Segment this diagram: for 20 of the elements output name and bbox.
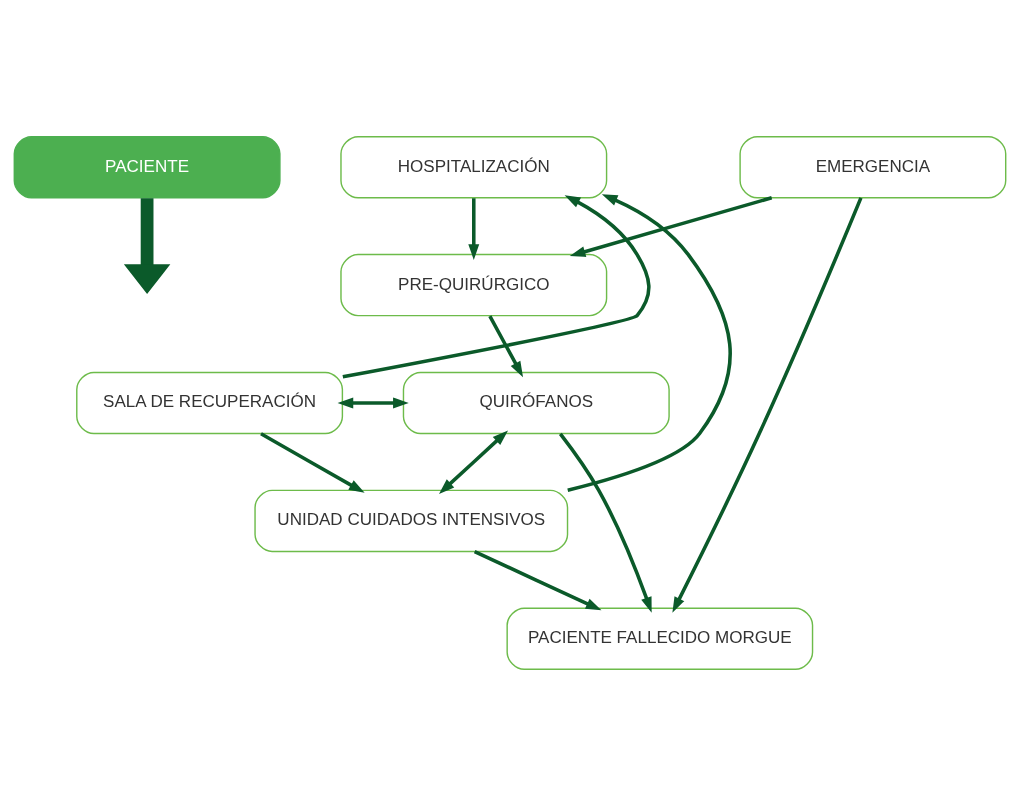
arrow <box>473 549 602 610</box>
node-box: PRE-QUIRÚRGICO <box>340 253 608 316</box>
arrow <box>468 197 480 260</box>
arrow <box>558 432 652 613</box>
arrow <box>672 196 863 613</box>
node-box: SALA DE RECUPERACIÓN <box>76 371 344 434</box>
arrow <box>342 194 651 379</box>
arrow <box>438 429 509 494</box>
arrow <box>123 197 171 294</box>
node-box: HOSPITALIZACIÓN <box>340 135 608 198</box>
arrow <box>488 314 523 377</box>
arrow <box>337 397 409 408</box>
arrow <box>567 193 732 492</box>
node-box: UNIDAD CUIDADOS INTENSIVOS <box>254 489 569 552</box>
arrow <box>260 431 365 493</box>
node-box: PACIENTE <box>13 135 281 198</box>
node-box: EMERGENCIA <box>739 135 1007 198</box>
node-box: PACIENTE FALLECIDO MORGUE <box>506 607 814 670</box>
node-box: QUIRÓFANOS <box>402 371 670 434</box>
arrow <box>569 195 773 257</box>
